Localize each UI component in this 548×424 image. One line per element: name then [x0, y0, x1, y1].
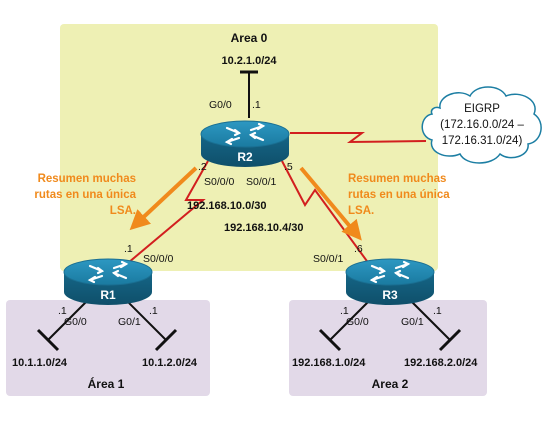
r1-lan-a-segment — [36, 328, 60, 352]
router-icon — [224, 122, 266, 146]
r1-g00-host: .1 — [58, 305, 67, 317]
r3-lan-b-network: 192.168.2.0/24 — [404, 357, 478, 369]
r2-lan-network: 10.2.1.0/24 — [221, 55, 277, 67]
annotation-right-line-2: rutas en una única — [348, 189, 450, 201]
router-r2: R2 — [200, 120, 290, 167]
r1-g00-label: G0/0 — [64, 316, 87, 328]
summary-arrow-right — [299, 166, 362, 241]
r3-lan-a-segment — [318, 328, 342, 352]
router-r3: R3 — [345, 258, 435, 305]
area-0-label: Area 0 — [231, 31, 268, 45]
link-r1-r2-network: 192.168.10.0/30 — [187, 200, 267, 212]
annotation-left-line-1: Resumen muchas — [38, 173, 136, 185]
annotation-left-line-3: LSA. — [110, 205, 136, 217]
r3-g00-label: G0/0 — [346, 316, 369, 328]
router-icon — [87, 260, 129, 284]
annotation-right-line-3: LSA. — [348, 205, 374, 217]
r3-g00-host: .1 — [340, 305, 349, 317]
r3-g01-host: .1 — [433, 305, 442, 317]
router-r1-top — [63, 258, 153, 286]
area-1-region — [6, 300, 210, 396]
annotation-right: Resumen muchas rutas en una única LSA. — [348, 173, 450, 217]
r3-lan-a-link — [329, 299, 371, 341]
eigrp-cloud: EIGRP (172.16.0.0/24 – 172.16.31.0/24) — [421, 86, 542, 164]
r1-lan-a-link — [47, 299, 89, 341]
summary-arrow-left — [129, 166, 198, 231]
area-1-label: Área 1 — [88, 376, 125, 391]
annotation-left-line-2: rutas en una única — [34, 189, 136, 201]
annotation-right-line-1: Resumen muchas — [348, 173, 446, 185]
eigrp-range-line-1: (172.16.0.0/24 – — [440, 119, 524, 131]
r1-lan-b-link — [125, 299, 167, 341]
router-icon — [369, 260, 411, 284]
r1-lan-b-network: 10.1.2.0/24 — [142, 357, 198, 369]
r3-s001-label: S0/0/1 — [313, 253, 344, 265]
r1-lan-b-segment — [154, 328, 178, 352]
eigrp-range-line-2: 172.16.31.0/24) — [442, 135, 523, 147]
r2-eigrp-link — [290, 132, 427, 144]
r1-g01-host: .1 — [149, 305, 158, 317]
area-2-region — [289, 300, 487, 396]
link-r2-r3-network: 192.168.10.4/30 — [224, 222, 304, 234]
r3-g01-label: G0/1 — [401, 316, 424, 328]
r1-r2-serial-link — [121, 160, 209, 269]
area-2-label: Area 2 — [372, 377, 409, 391]
r1-s000-host: .1 — [124, 243, 133, 255]
r3-lan-a-network: 192.168.1.0/24 — [292, 357, 366, 369]
r1-lan-a-network: 10.1.1.0/24 — [12, 357, 68, 369]
router-r1: R1 — [63, 258, 153, 305]
eigrp-title: EIGRP — [464, 103, 500, 115]
router-r1-label: R1 — [100, 288, 116, 302]
r2-left-host: .2 — [198, 161, 207, 173]
router-r3-label: R3 — [382, 288, 398, 302]
r2-s001-label: S0/0/1 — [246, 176, 277, 188]
annotation-left: Resumen muchas rutas en una única LSA. — [34, 173, 136, 217]
r2-right-host: .5 — [284, 161, 293, 173]
r3-s001-host: .6 — [354, 243, 363, 255]
router-r3-top — [345, 258, 435, 286]
r2-g00-host: .1 — [252, 99, 261, 111]
r2-s000-label: S0/0/0 — [204, 176, 235, 188]
r2-g00-label: G0/0 — [209, 99, 232, 111]
r1-g01-label: G0/1 — [118, 316, 141, 328]
eigrp-cloud-shape — [421, 86, 542, 164]
r3-lan-b-segment — [438, 328, 462, 352]
r3-lan-b-link — [409, 299, 451, 341]
router-r2-label: R2 — [237, 150, 253, 164]
router-r2-top — [200, 120, 290, 148]
r1-s000-label: S0/0/0 — [143, 253, 174, 265]
